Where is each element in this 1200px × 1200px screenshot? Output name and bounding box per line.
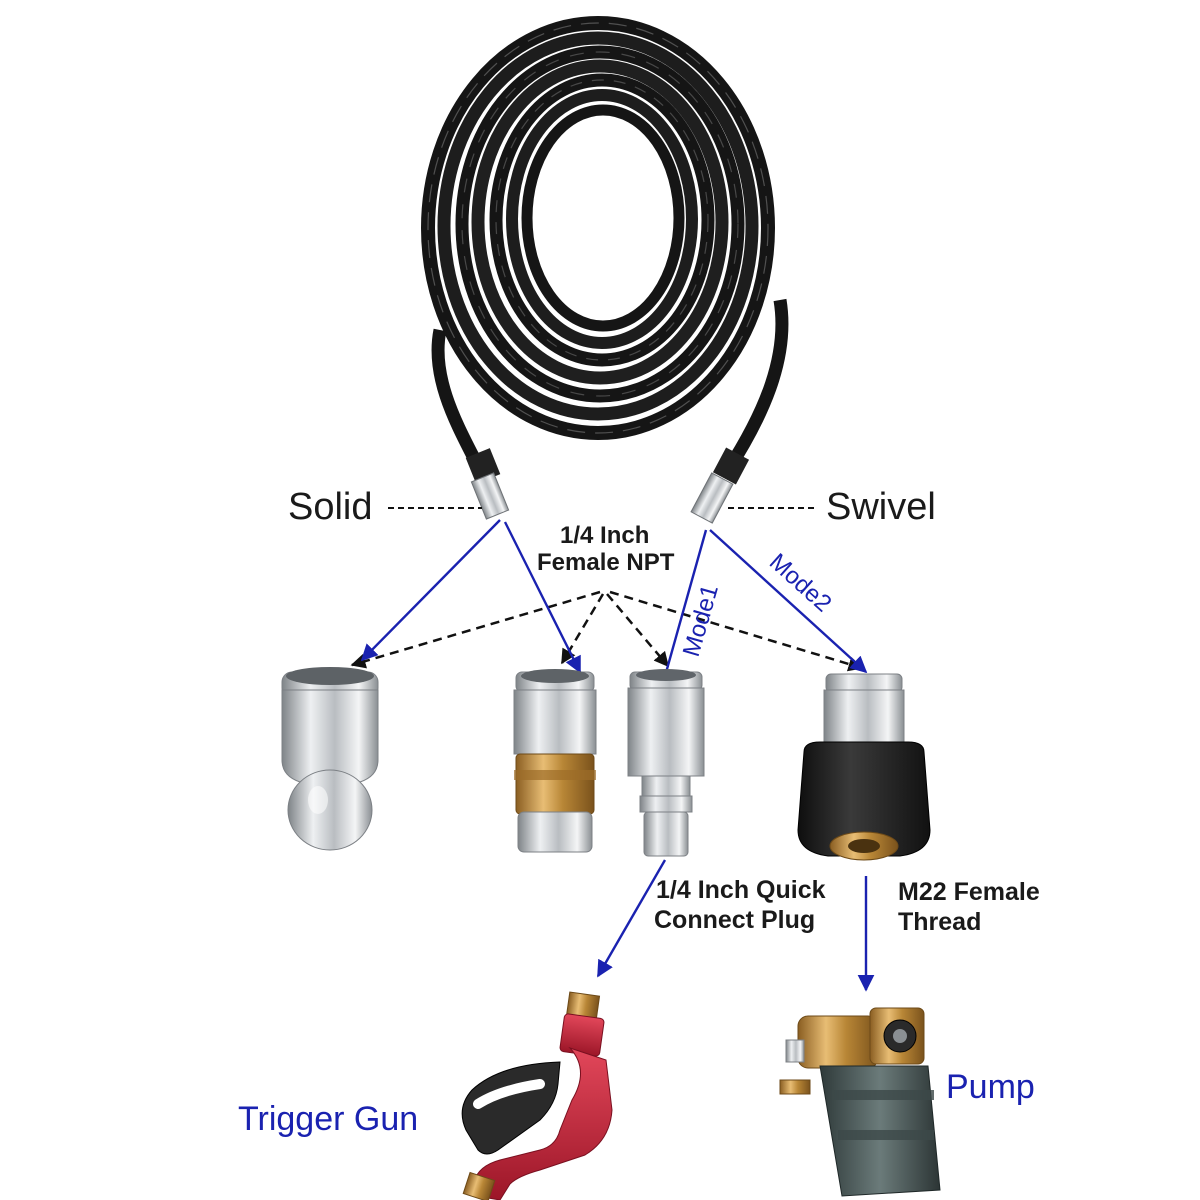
m22-label-line1: M22 Female xyxy=(898,878,1040,906)
connection-arrows xyxy=(360,519,875,992)
nozzle-icon xyxy=(281,667,379,851)
mode2-label: Mode2 xyxy=(764,548,837,617)
coupler-icon xyxy=(797,673,931,861)
mode1-label: Mode1 xyxy=(678,582,724,660)
trigger-gun-label: Trigger Gun xyxy=(238,1100,418,1138)
swivel-label: Swivel xyxy=(826,486,936,528)
npt-pointers xyxy=(350,590,864,672)
pump-label: Pump xyxy=(946,1068,1035,1106)
qc-label-line2: Connect Plug xyxy=(654,906,815,934)
solid-label: Solid xyxy=(288,486,373,528)
hose-coil-icon xyxy=(421,16,789,524)
m22-label-line2: Thread xyxy=(898,908,981,936)
pump-icon xyxy=(779,1007,941,1197)
npt-label-line1: 1/4 Inch xyxy=(560,522,649,549)
rotating-nozzle-icon xyxy=(513,669,597,853)
qc-label-line1: 1/4 Inch Quick xyxy=(656,876,826,904)
quick-connect-icon xyxy=(627,669,705,857)
npt-label-line2: Female NPT xyxy=(537,549,675,576)
trigger-gun-icon xyxy=(461,991,613,1200)
